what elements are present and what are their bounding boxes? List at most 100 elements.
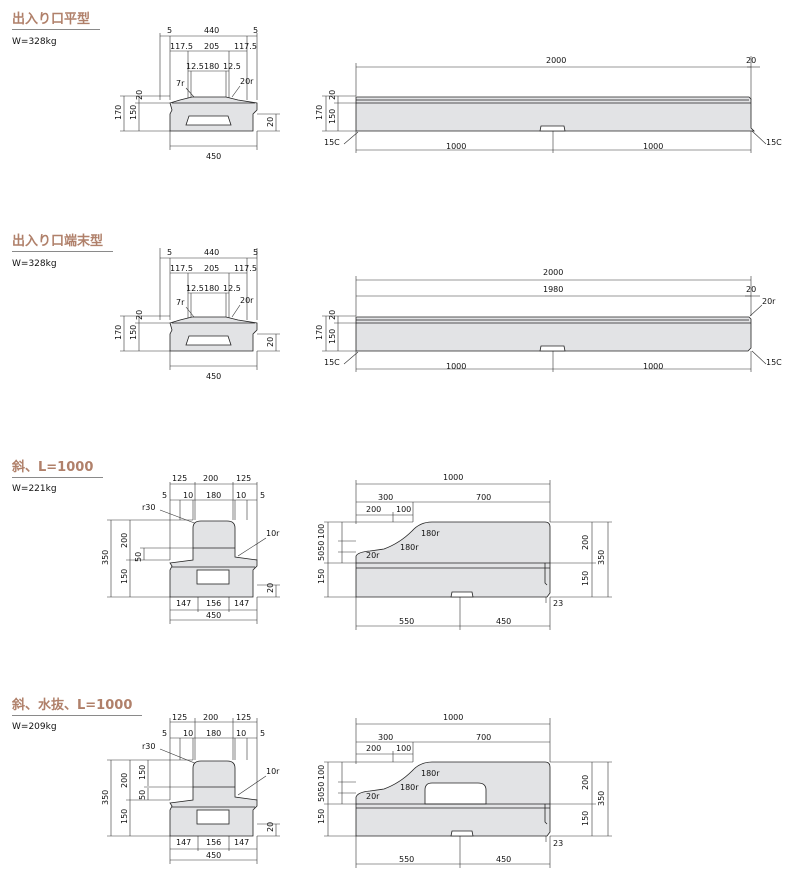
dim-2000: 2000 xyxy=(546,56,566,65)
dim-150: 150 xyxy=(129,105,138,120)
dim3-100-v: 100 xyxy=(317,524,326,539)
dim2-12-5-right: 12.5 xyxy=(223,284,241,293)
dim2-5-right: 5 xyxy=(253,248,258,257)
dim4-side-150: 150 xyxy=(317,809,326,824)
dim-side-170: 170 xyxy=(315,105,324,120)
dim3-200-v: 200 xyxy=(120,533,129,548)
dim3-147-right: 147 xyxy=(234,599,249,608)
dim4-10-left: 10 xyxy=(183,729,193,738)
dim4-350: 350 xyxy=(101,790,110,805)
dim4-foot-20: 20 xyxy=(266,822,275,832)
dim4-10-right: 10 xyxy=(236,729,246,738)
section2-front-view: 5 440 5 117.5 205 117.5 12.5 180 12.5 7r… xyxy=(114,248,280,381)
dim4-450: 450 xyxy=(206,851,221,860)
dim2-117-5-left: 117.5 xyxy=(170,264,193,273)
dim3-125-left: 125 xyxy=(172,474,187,483)
dim2-side-170: 170 xyxy=(315,325,324,340)
radius4-180r-b: 180r xyxy=(400,783,419,792)
radius3-180r-b: 180r xyxy=(400,543,419,552)
dim2-1000-left: 1000 xyxy=(446,362,466,371)
dim-450: 450 xyxy=(206,152,221,161)
section-title-3: 斜、L=1000 xyxy=(12,456,104,478)
radius3-r30: r30 xyxy=(142,503,155,512)
chamfer2-15c-left: 15C xyxy=(324,358,340,367)
dim3-450: 450 xyxy=(206,611,221,620)
dim3-10-left: 10 xyxy=(183,491,193,500)
dim3-300: 300 xyxy=(378,493,393,502)
dim-end-20: 20 xyxy=(746,56,756,65)
radius4-r30: r30 xyxy=(142,742,155,751)
radius3-180r-a: 180r xyxy=(421,529,440,538)
dim2-440: 440 xyxy=(204,248,219,257)
radius3-10r: 10r xyxy=(266,529,280,538)
dim3-side-150: 150 xyxy=(317,569,326,584)
dim4-side-150-r: 150 xyxy=(581,811,590,826)
chamfer-15c-left: 15C xyxy=(324,138,340,147)
dim4-1000: 1000 xyxy=(443,713,463,722)
section4-front-view: 125 200 125 5 10 180 10 5 r30 10r 350 20… xyxy=(101,713,280,864)
dim3-1000: 1000 xyxy=(443,473,463,482)
section4-side-view: 1000 300 700 200 100 180r 180r 20r 100 5… xyxy=(317,713,612,868)
dim-5-left: 5 xyxy=(167,26,172,35)
dim4-50: 50 xyxy=(138,790,147,800)
dim2-450: 450 xyxy=(206,372,221,381)
dim2-side-150: 150 xyxy=(328,329,337,344)
dim3-5-right: 5 xyxy=(260,491,265,500)
dim-5-right: 5 xyxy=(253,26,258,35)
chamfer2-15c-right: 15C xyxy=(766,358,782,367)
radius4-10r: 10r xyxy=(266,767,280,776)
dim2-side-20: 20 xyxy=(328,310,337,320)
dim2-1980: 1980 xyxy=(543,285,563,294)
dim3-side-200: 200 xyxy=(581,535,590,550)
dim2-end-20: 20 xyxy=(746,285,756,294)
dim3-700: 700 xyxy=(476,493,491,502)
section-weight-1: W=328kg xyxy=(12,37,57,47)
dim3-100-h: 100 xyxy=(396,505,411,514)
dim4-side-200: 200 xyxy=(581,775,590,790)
dim2-12-5-left: 12.5 xyxy=(186,284,204,293)
dim3-5-left: 5 xyxy=(162,491,167,500)
dim3-156: 156 xyxy=(206,599,221,608)
dim4-200: 200 xyxy=(203,713,218,722)
dim4-550: 550 xyxy=(399,855,414,864)
section1-side-view: 2000 20 20 170 150 15C 15C 1000 1000 xyxy=(315,56,782,153)
dim-12-5-right: 12.5 xyxy=(223,62,241,71)
dim-205: 205 xyxy=(204,42,219,51)
dim2-foot-20: 20 xyxy=(266,337,275,347)
dim2-2000: 2000 xyxy=(543,268,563,277)
radius2-side-20r: 20r xyxy=(762,297,776,306)
radius-20r: 20r xyxy=(240,77,254,86)
dim4-200-v: 200 xyxy=(120,773,129,788)
dim4-147-left: 147 xyxy=(176,838,191,847)
dim2-1000-right: 1000 xyxy=(643,362,663,371)
dim3-180: 180 xyxy=(206,491,221,500)
radius4-20r: 20r xyxy=(366,792,380,801)
dim4-5050: 5050 xyxy=(317,782,326,802)
dim-side-20: 20 xyxy=(328,90,337,100)
dim4-147-right: 147 xyxy=(234,838,249,847)
dim4-100-h: 100 xyxy=(396,744,411,753)
dim3-10-right: 10 xyxy=(236,491,246,500)
section1-front-view: 5 440 5 117.5 205 117.5 12.5 180 12.5 7r… xyxy=(114,26,280,161)
radius2-7r: 7r xyxy=(176,298,185,307)
radius4-180r-a: 180r xyxy=(421,769,440,778)
dim2-180: 180 xyxy=(204,284,219,293)
dim3-200-h: 200 xyxy=(366,505,381,514)
dim-1000-right: 1000 xyxy=(643,142,663,151)
dim4-300: 300 xyxy=(378,733,393,742)
section-weight-4: W=209kg xyxy=(12,722,57,732)
dim-180: 180 xyxy=(204,62,219,71)
dim-170: 170 xyxy=(114,105,123,120)
dim3-350: 350 xyxy=(101,550,110,565)
section-title-4: 斜、水抜、L=1000 xyxy=(12,694,143,716)
dim-117-5-right: 117.5 xyxy=(234,42,257,51)
dim4-150-inner: 150 xyxy=(138,765,147,780)
dim-117-5-left: 117.5 xyxy=(170,42,193,51)
section-weight-2: W=328kg xyxy=(12,259,57,269)
dim3-150-v: 150 xyxy=(120,569,129,584)
dim2-117-5-right: 117.5 xyxy=(234,264,257,273)
dim2-top-20: 20 xyxy=(135,310,144,320)
dim4-700: 700 xyxy=(476,733,491,742)
radius-7r: 7r xyxy=(176,79,185,88)
